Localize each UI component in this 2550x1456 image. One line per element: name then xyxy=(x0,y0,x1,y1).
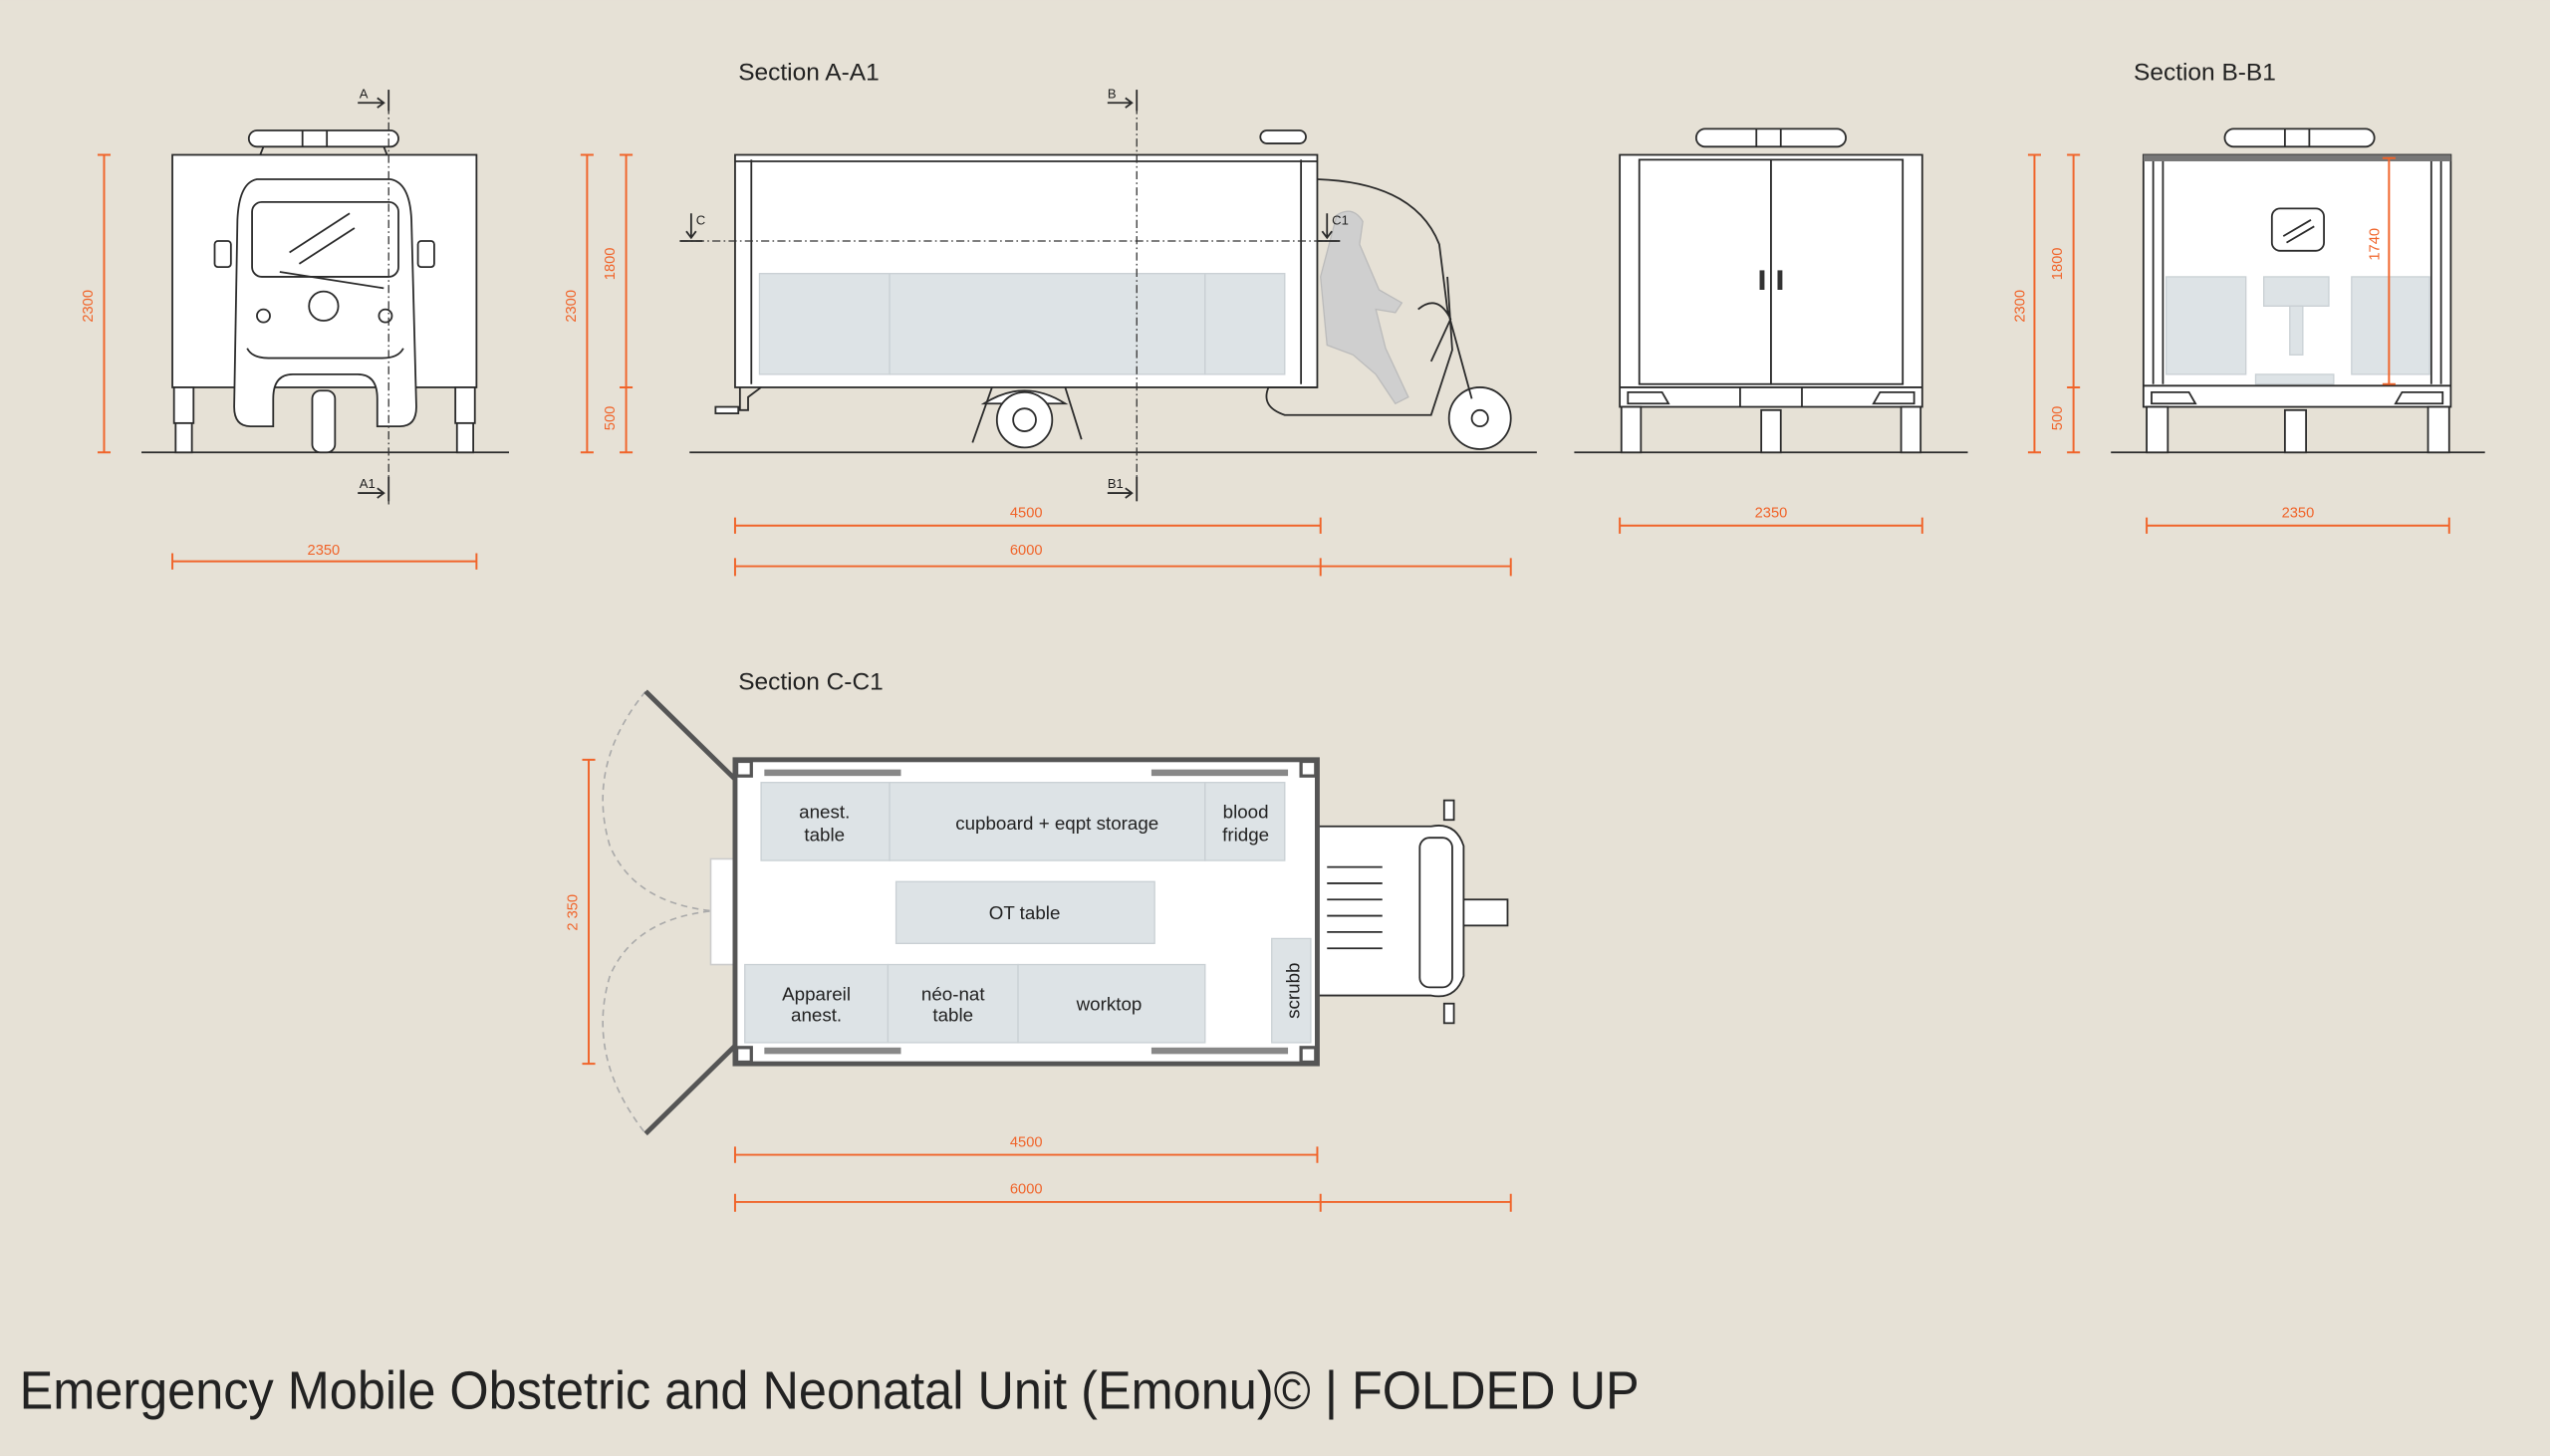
furniture-worktop: worktop xyxy=(1017,963,1206,1044)
dimension-height-body: 1800 500 xyxy=(2050,153,2081,454)
dimension-width: 2350 xyxy=(2146,506,2450,534)
svg-text:Appareil: Appareil xyxy=(782,983,851,1004)
svg-text:2350: 2350 xyxy=(2282,506,2315,522)
section-mark-b: B xyxy=(1108,86,1117,101)
svg-text:4500: 4500 xyxy=(1010,506,1043,522)
section-a-view: Section A-A1 B B1 C C1 2300 xyxy=(564,59,1537,577)
light-bar-icon xyxy=(2223,127,2376,148)
dimension-length-total: 6000 xyxy=(733,543,1512,577)
dimension-height-total: 2300 xyxy=(564,153,594,454)
section-c-view: Section C-C1 anest. table cupboard + eqp… xyxy=(566,669,1512,1212)
rear-wheels xyxy=(172,386,476,454)
section-b-view: Section B-B1 1740 2300 1800 500 xyxy=(2013,59,2485,534)
svg-text:2300: 2300 xyxy=(81,290,97,323)
beacon-icon xyxy=(1259,129,1307,144)
door-swing-arc xyxy=(602,690,713,1134)
door-leaf-bottom xyxy=(643,1044,737,1136)
furniture-scrubb: scrubb xyxy=(1271,937,1312,1044)
section-mark-c: C xyxy=(696,213,705,228)
rear-door-right xyxy=(1770,158,1905,385)
furniture-blood-fridge: blood fridge xyxy=(1204,782,1286,861)
section-mark-a: A xyxy=(360,86,369,101)
svg-text:anest.: anest. xyxy=(791,1005,842,1026)
sheet-title: Emergency Mobile Obstetric and Neonatal … xyxy=(20,1360,1640,1420)
furniture-neonat-table: néo-nat table xyxy=(887,963,1019,1044)
front-view: A A1 2300 2350 xyxy=(81,86,510,570)
dimension-length-total: 6000 xyxy=(733,1182,1512,1212)
dimension-length-body: 4500 xyxy=(733,1134,1319,1163)
rear-view: 2350 xyxy=(1574,127,1968,534)
svg-text:500: 500 xyxy=(603,406,619,431)
dimension-height: 2300 xyxy=(81,153,112,454)
dimension-width: 2 350 xyxy=(566,758,596,1066)
dimension-height-body: 1800 500 xyxy=(603,153,634,454)
dimension-width: 2350 xyxy=(1619,506,1923,534)
section-mark-a1: A1 xyxy=(360,476,376,491)
dimension-length-body: 4500 xyxy=(733,506,1322,534)
svg-text:scrubb: scrubb xyxy=(1282,963,1303,1019)
svg-text:blood: blood xyxy=(1223,802,1269,823)
light-bar-icon xyxy=(1694,127,1847,148)
furniture-ot-table: OT table xyxy=(894,880,1155,944)
rear-door-left xyxy=(1638,158,1772,385)
svg-text:table: table xyxy=(932,1005,973,1026)
svg-text:1800: 1800 xyxy=(2050,248,2066,281)
section-c-title: Section C-C1 xyxy=(738,669,884,696)
section-mark-b1: B1 xyxy=(1108,476,1124,491)
windshield xyxy=(251,200,399,278)
step xyxy=(709,857,736,966)
door-leaf-top xyxy=(643,689,737,782)
section-mark-c1: C1 xyxy=(1332,213,1349,228)
svg-text:2300: 2300 xyxy=(2013,290,2029,323)
svg-text:cupboard + eqpt storage: cupboard + eqpt storage xyxy=(955,813,1158,834)
svg-text:worktop: worktop xyxy=(1076,993,1143,1014)
svg-text:anest.: anest. xyxy=(799,802,850,823)
svg-text:1800: 1800 xyxy=(603,248,619,281)
door-handle-icon xyxy=(1777,270,1783,290)
headlight-icon xyxy=(308,290,340,322)
svg-text:4500: 4500 xyxy=(1010,1134,1043,1150)
svg-text:2350: 2350 xyxy=(308,543,341,559)
furniture-appareil-anest: Appareil anest. xyxy=(744,963,890,1044)
svg-text:6000: 6000 xyxy=(1010,543,1043,559)
svg-text:1740: 1740 xyxy=(2368,228,2384,261)
door-handle-icon xyxy=(1759,270,1765,290)
svg-text:2300: 2300 xyxy=(564,290,580,323)
svg-text:2 350: 2 350 xyxy=(566,894,582,931)
svg-text:500: 500 xyxy=(2050,406,2066,431)
cab-frame xyxy=(1265,178,1453,416)
section-a-title: Section A-A1 xyxy=(738,59,879,86)
front-wheel xyxy=(311,389,337,454)
svg-text:table: table xyxy=(804,824,845,845)
svg-text:OT table: OT table xyxy=(989,902,1061,923)
svg-text:fridge: fridge xyxy=(1222,824,1269,845)
light-bar-icon xyxy=(247,129,399,155)
window-icon xyxy=(2270,207,2325,252)
dimension-interior-height: 1740 xyxy=(2368,156,2396,385)
furniture-cupboard: cupboard + eqpt storage xyxy=(889,782,1206,861)
section-b-title: Section B-B1 xyxy=(2134,59,2276,86)
dimension-height-total: 2300 xyxy=(2013,153,2041,454)
rider-silhouette xyxy=(1320,210,1409,405)
furniture-anest-table: anest. table xyxy=(760,782,891,861)
svg-text:néo-nat: néo-nat xyxy=(921,983,985,1004)
dimension-width: 2350 xyxy=(171,543,478,570)
svg-text:2350: 2350 xyxy=(1755,506,1788,522)
svg-text:6000: 6000 xyxy=(1010,1182,1043,1198)
